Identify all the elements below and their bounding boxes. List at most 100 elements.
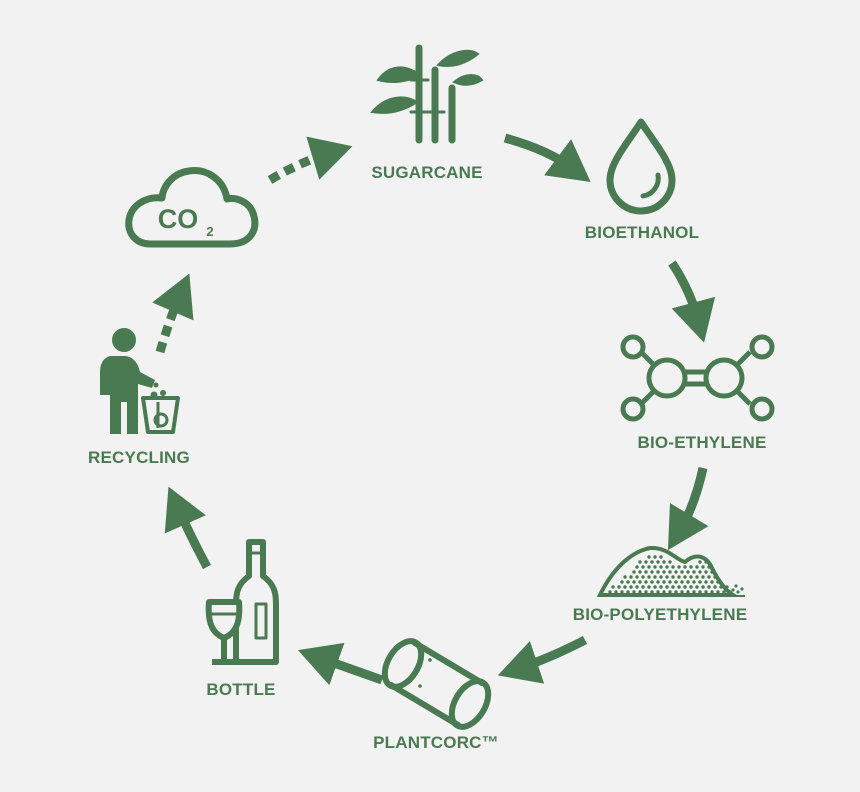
arrow-recycling-to-co2 [152,273,194,354]
pellet [728,590,732,594]
pellet [656,590,660,594]
pellet [647,555,651,559]
pellet [686,590,690,594]
pellet [647,575,651,579]
pellet [659,585,663,589]
pellet [695,565,699,569]
pellet [692,590,696,594]
pellet [713,585,717,589]
pellet [641,585,645,589]
arrow-co2-to-sugarcane [267,136,353,184]
label-plantcorc: PLANTCORC™ [373,733,499,752]
pellet [620,580,624,584]
pellet [650,560,654,564]
pellet [653,585,657,589]
pellet [635,575,639,579]
pellet [656,580,660,584]
pellet [668,570,672,574]
pellet [689,565,693,569]
pellet [659,565,663,569]
pellet [677,565,681,569]
pellet [638,560,642,564]
pellet [692,580,696,584]
pellet [695,575,699,579]
pellet [680,570,684,574]
sugarcane-icon [370,44,484,144]
pellet [698,590,702,594]
pellet [704,560,708,564]
pellet [668,560,672,564]
label-bio-ethylene: BIO-ETHYLENE [637,433,767,452]
pellet [665,575,669,579]
pellet [647,565,651,569]
pellet [668,580,672,584]
pellet [704,580,708,584]
pellet [665,565,669,569]
pellet [674,570,678,574]
pellet [653,565,657,569]
pellet [710,580,714,584]
pellet [614,590,618,594]
pellet [695,585,699,589]
label-bottle: BOTTLE [206,680,276,699]
pellet [716,590,720,594]
arrow-plantcorc-to-bottle [297,642,384,686]
pellet [734,584,738,588]
arrow-bioethylene-to-biopolyethylene [667,467,709,551]
pellet [686,580,690,584]
pellet [704,570,708,574]
pellet [638,590,642,594]
pellet [611,585,615,589]
pellet [704,590,708,594]
pellet [698,580,702,584]
pellet [740,587,744,591]
pellet [638,570,642,574]
pellet [698,570,702,574]
pellet [638,580,642,584]
pellet [644,590,648,594]
arrow-bioethanol-to-bioethylene [668,260,716,343]
pellet [662,560,666,564]
pellet [650,580,654,584]
pellet [623,585,627,589]
pellet [656,570,660,574]
pellet [710,590,714,594]
pellet [644,560,648,564]
pellet [692,570,696,574]
pellet [701,565,705,569]
pellet [701,575,705,579]
pellet [662,570,666,574]
pellet [650,590,654,594]
pellet [731,588,735,592]
pellet [647,585,651,589]
pellet [662,580,666,584]
pellet [626,590,630,594]
pellet [641,575,645,579]
pellet [668,590,672,594]
pellet [635,585,639,589]
label-sugarcane: SUGARCANE [371,163,483,182]
label-bioethanol: BIOETHANOL [584,223,700,242]
pellet [677,585,681,589]
pellet [629,575,633,579]
cork-stopper-icon [381,638,492,730]
pellet [626,580,630,584]
pellet [629,585,633,589]
label-bio-polyethylene: BIO-POLYETHYLENE [572,605,748,624]
pellet [635,565,639,569]
pellet [716,580,720,584]
pellet [683,565,687,569]
pellet [707,585,711,589]
arrow-biopolyethylene-to-plantcorc [497,635,588,684]
person-recycling-icon [100,328,180,434]
pellet [671,575,675,579]
pellet [683,585,687,589]
pellet [680,590,684,594]
molecule-icon [620,334,775,422]
arrow-bottle-to-recycling [164,486,211,570]
pellet [659,575,663,579]
pellet [719,585,723,589]
pellet [707,565,711,569]
